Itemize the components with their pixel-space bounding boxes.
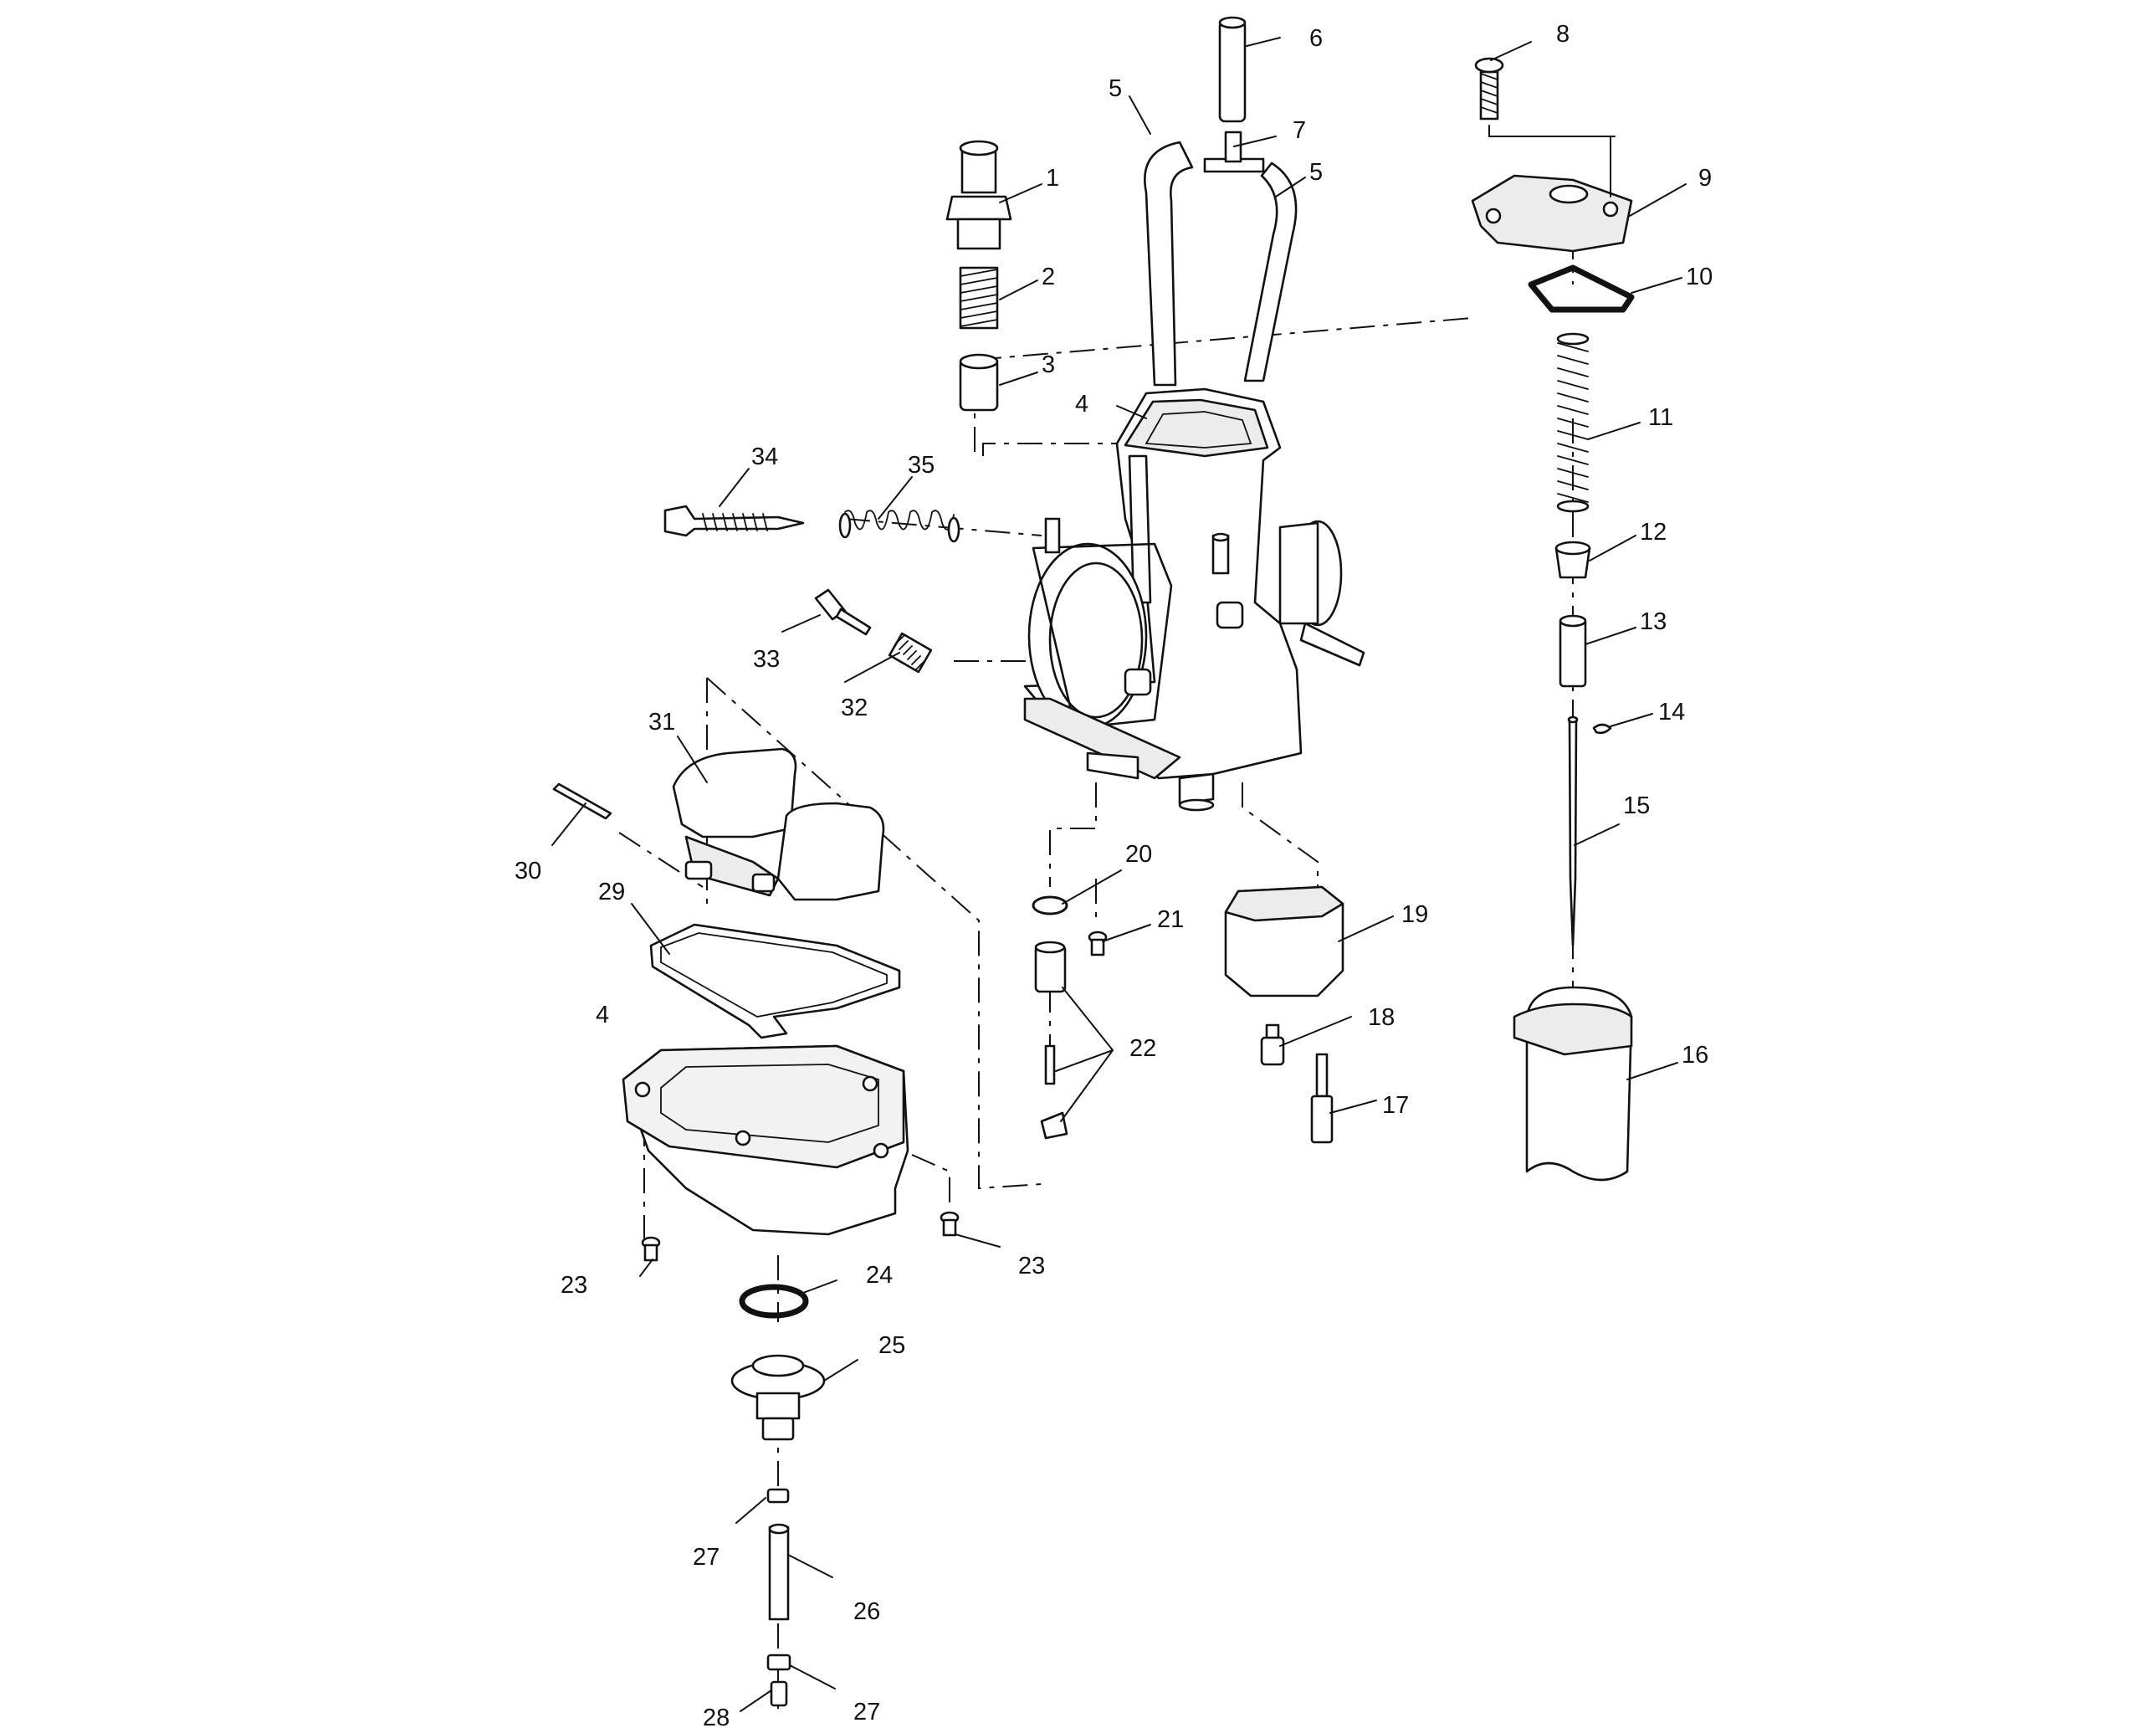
part-air-screw-34 <box>663 505 805 537</box>
part-chamber-19 <box>1224 885 1344 997</box>
part-gasket-10 <box>1528 264 1635 313</box>
callout-13: 13 <box>1640 608 1667 635</box>
callout-11: 11 <box>1648 404 1673 431</box>
part-jet-22 <box>1034 941 1068 1140</box>
part-screw-8 <box>1474 57 1504 120</box>
part-ring-20 <box>1032 895 1068 915</box>
callout-32: 32 <box>841 695 868 721</box>
part-spring-32 <box>888 632 933 674</box>
part-drain-plug-25 <box>730 1354 826 1441</box>
callout-28: 28 <box>703 1705 730 1728</box>
callout-25: 25 <box>878 1332 905 1359</box>
part-screw-21 <box>1088 931 1108 956</box>
callout-27a: 27 <box>693 1544 720 1571</box>
callout-labels: 1 2 3 4 4 5 5 6 7 8 9 10 11 12 13 14 15 … <box>515 21 1713 1728</box>
part-float-pin-30 <box>552 782 612 820</box>
callout-29: 29 <box>598 879 625 905</box>
part-gasket-29 <box>649 923 901 1039</box>
part-jet-needle-15 <box>1567 715 1579 947</box>
callout-10: 10 <box>1686 264 1713 290</box>
callout-1: 1 <box>1046 165 1059 192</box>
part-tube-26 <box>768 1523 790 1621</box>
part-spring-2 <box>959 266 999 330</box>
callout-5b: 5 <box>1309 159 1323 186</box>
callout-5a: 5 <box>1109 75 1122 102</box>
callout-34: 34 <box>751 444 778 470</box>
callout-24: 24 <box>866 1262 893 1289</box>
callout-21: 21 <box>1157 906 1184 933</box>
leader-lines <box>551 37 1687 1712</box>
part-needle-jet-17 <box>1310 1053 1334 1144</box>
part-float-31 <box>672 747 885 901</box>
part-fitting-1 <box>945 140 1012 250</box>
callout-9: 9 <box>1698 165 1712 192</box>
callout-27b: 27 <box>853 1699 880 1725</box>
part-pilot-screw-33 <box>814 588 872 636</box>
callout-16: 16 <box>1682 1042 1708 1069</box>
callout-15: 15 <box>1623 792 1650 819</box>
part-washer-27b <box>766 1654 791 1671</box>
callout-2: 2 <box>1042 264 1055 290</box>
part-throttle-spring-11 <box>1556 332 1590 513</box>
callout-3: 3 <box>1042 351 1055 378</box>
callout-19: 19 <box>1401 901 1428 928</box>
callout-35: 35 <box>908 452 935 479</box>
part-top-cap-9 <box>1471 174 1633 253</box>
part-hose-5 <box>1144 141 1298 387</box>
callout-23b: 23 <box>1018 1253 1045 1279</box>
part-main-jet-18 <box>1260 1023 1285 1066</box>
callout-12: 12 <box>1640 519 1667 546</box>
callout-23a: 23 <box>561 1272 587 1299</box>
callout-30: 30 <box>515 858 541 885</box>
part-carburetor-body-4 <box>1023 387 1365 812</box>
callout-22: 22 <box>1129 1035 1156 1062</box>
callout-14: 14 <box>1658 699 1685 726</box>
part-bowl-screw-23a <box>641 1236 661 1262</box>
part-tee-fitting-7 <box>1203 131 1265 173</box>
part-clip-14 <box>1592 723 1612 735</box>
part-bowl-screw-23b <box>940 1211 960 1237</box>
callout-31: 31 <box>648 709 675 736</box>
callout-8: 8 <box>1556 21 1570 48</box>
part-needle-holder-13 <box>1559 614 1587 688</box>
part-float-bowl-4 <box>622 1044 909 1236</box>
part-o-ring-24 <box>739 1284 809 1319</box>
part-spring-35 <box>838 510 960 543</box>
callout-7: 7 <box>1293 117 1306 144</box>
part-washer-27a <box>766 1488 790 1504</box>
callout-18: 18 <box>1368 1004 1395 1031</box>
callout-33: 33 <box>753 646 780 673</box>
part-screw-28 <box>770 1680 788 1707</box>
part-plunger-3 <box>959 353 999 412</box>
callout-17: 17 <box>1382 1092 1409 1119</box>
part-vent-tube-6 <box>1218 16 1247 123</box>
callout-6: 6 <box>1309 25 1323 52</box>
callout-4a: 4 <box>1075 391 1088 418</box>
part-spring-seat-12 <box>1554 541 1591 579</box>
callout-20: 20 <box>1125 841 1152 868</box>
callout-4b: 4 <box>596 1002 609 1028</box>
callout-26: 26 <box>853 1598 880 1625</box>
part-throttle-slide-16 <box>1513 986 1633 1182</box>
